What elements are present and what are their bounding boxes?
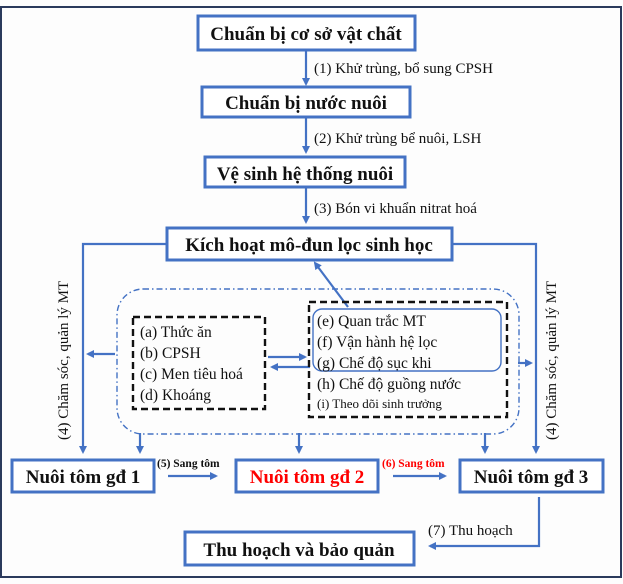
box-step3[interactable]: Vệ sinh hệ thống nuôi (203, 155, 407, 189)
box-stage3[interactable]: Nuôi tôm gđ 3 (458, 458, 605, 494)
env-item-filter: (f) Vận hành hệ lọc (317, 334, 437, 351)
edge-label-4-left: (4) Chăm sóc, quản lý MT (56, 281, 72, 440)
outer-frame (0, 6, 622, 578)
edge-label-4-right: (4) Chăm sóc, quản lý MT (544, 281, 560, 440)
box-step2[interactable]: Chuẩn bị nước nuôi (200, 85, 412, 119)
edge-label-7: (7) Thu hoạch (428, 523, 513, 539)
box-stage3-label: Nuôi tôm gđ 3 (474, 467, 589, 488)
box-step4[interactable]: Kích hoạt mô-đun lọc sinh học (165, 226, 454, 262)
env-item-aeration: (g) Chế độ sục khi (317, 355, 432, 372)
care-item-cpsh: (b) CPSH (140, 345, 201, 362)
env-item-paddlewheel: (h) Chế độ guồng nước (317, 376, 461, 393)
arrow-7 (428, 497, 541, 550)
edge-label-1: (1) Khử trùng, bổ sung CPSH (314, 61, 493, 77)
care-item-mineral: (d) Khoáng (140, 387, 211, 404)
care-item-enzyme: (c) Men tiêu hoá (140, 366, 243, 383)
connectors (79, 50, 541, 550)
care-list-box: (a) Thức ăn (b) CPSH (c) Men tiêu hoá (d… (131, 315, 267, 411)
box-stage2[interactable]: Nuôi tôm gđ 2 (234, 458, 380, 494)
box-step4-label: Kích hoạt mô-đun lọc sinh học (185, 235, 433, 256)
management-region (116, 288, 520, 435)
box-step3-label: Vệ sinh hệ thống nuôi (217, 164, 393, 185)
box-step2-label: Chuẩn bị nước nuôi (225, 93, 387, 114)
edge-label-2: (2) Khử trùng bể nuôi, LSH (314, 131, 481, 147)
box-step1[interactable]: Chuẩn bị cơ sở vật chất (196, 14, 417, 52)
env-item-monitor: (e) Quan trắc MT (317, 313, 426, 330)
box-stage2-label: Nuôi tôm gđ 2 (250, 467, 365, 488)
box-step1-label: Chuẩn bị cơ sở vật chất (210, 24, 402, 45)
env-item-growth: (i) Theo dõi sinh trưởng (317, 396, 442, 411)
box-harvest-label: Thu hoạch và bảo quản (203, 540, 395, 561)
env-list-box: (e) Quan trắc MT (f) Vận hành hệ lọc (g)… (307, 300, 509, 419)
edge-label-6: (6) Sang tôm (382, 458, 445, 470)
arrow-to-biofilter (313, 261, 349, 308)
box-stage1[interactable]: Nuôi tôm gđ 1 (10, 458, 156, 494)
arrow-4-right (452, 242, 540, 454)
arrow-4-left (79, 242, 167, 454)
edge-label-3: (3) Bón vi khuẩn nitrat hoá (314, 201, 477, 217)
care-item-feed: (a) Thức ăn (140, 324, 212, 341)
edge-label-5: (5) Sang tôm (157, 458, 220, 470)
box-stage1-label: Nuôi tôm gđ 1 (26, 467, 141, 488)
box-harvest[interactable]: Thu hoạch và bảo quản (183, 530, 416, 567)
monitoring-group (312, 308, 502, 372)
